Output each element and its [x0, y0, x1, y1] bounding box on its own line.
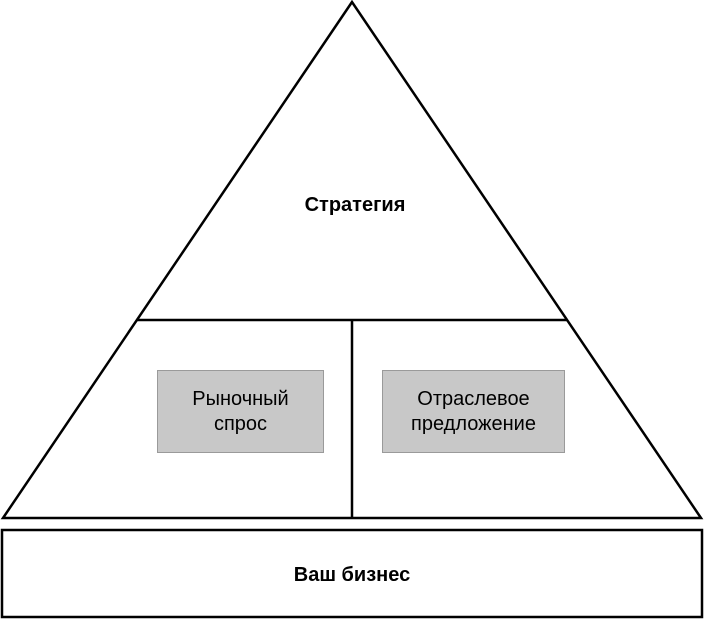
your-business-label: Ваш бизнес	[293, 564, 411, 586]
base-rectangle	[0, 528, 704, 619]
industry-supply-box: Отраслевое предложение	[382, 370, 565, 453]
industry-supply-label: Отраслевое предложение	[411, 387, 536, 435]
strategy-label: Стратегия	[304, 194, 406, 216]
market-demand-label: Рыночный спрос	[192, 387, 289, 435]
market-demand-box: Рыночный спрос	[157, 370, 324, 453]
